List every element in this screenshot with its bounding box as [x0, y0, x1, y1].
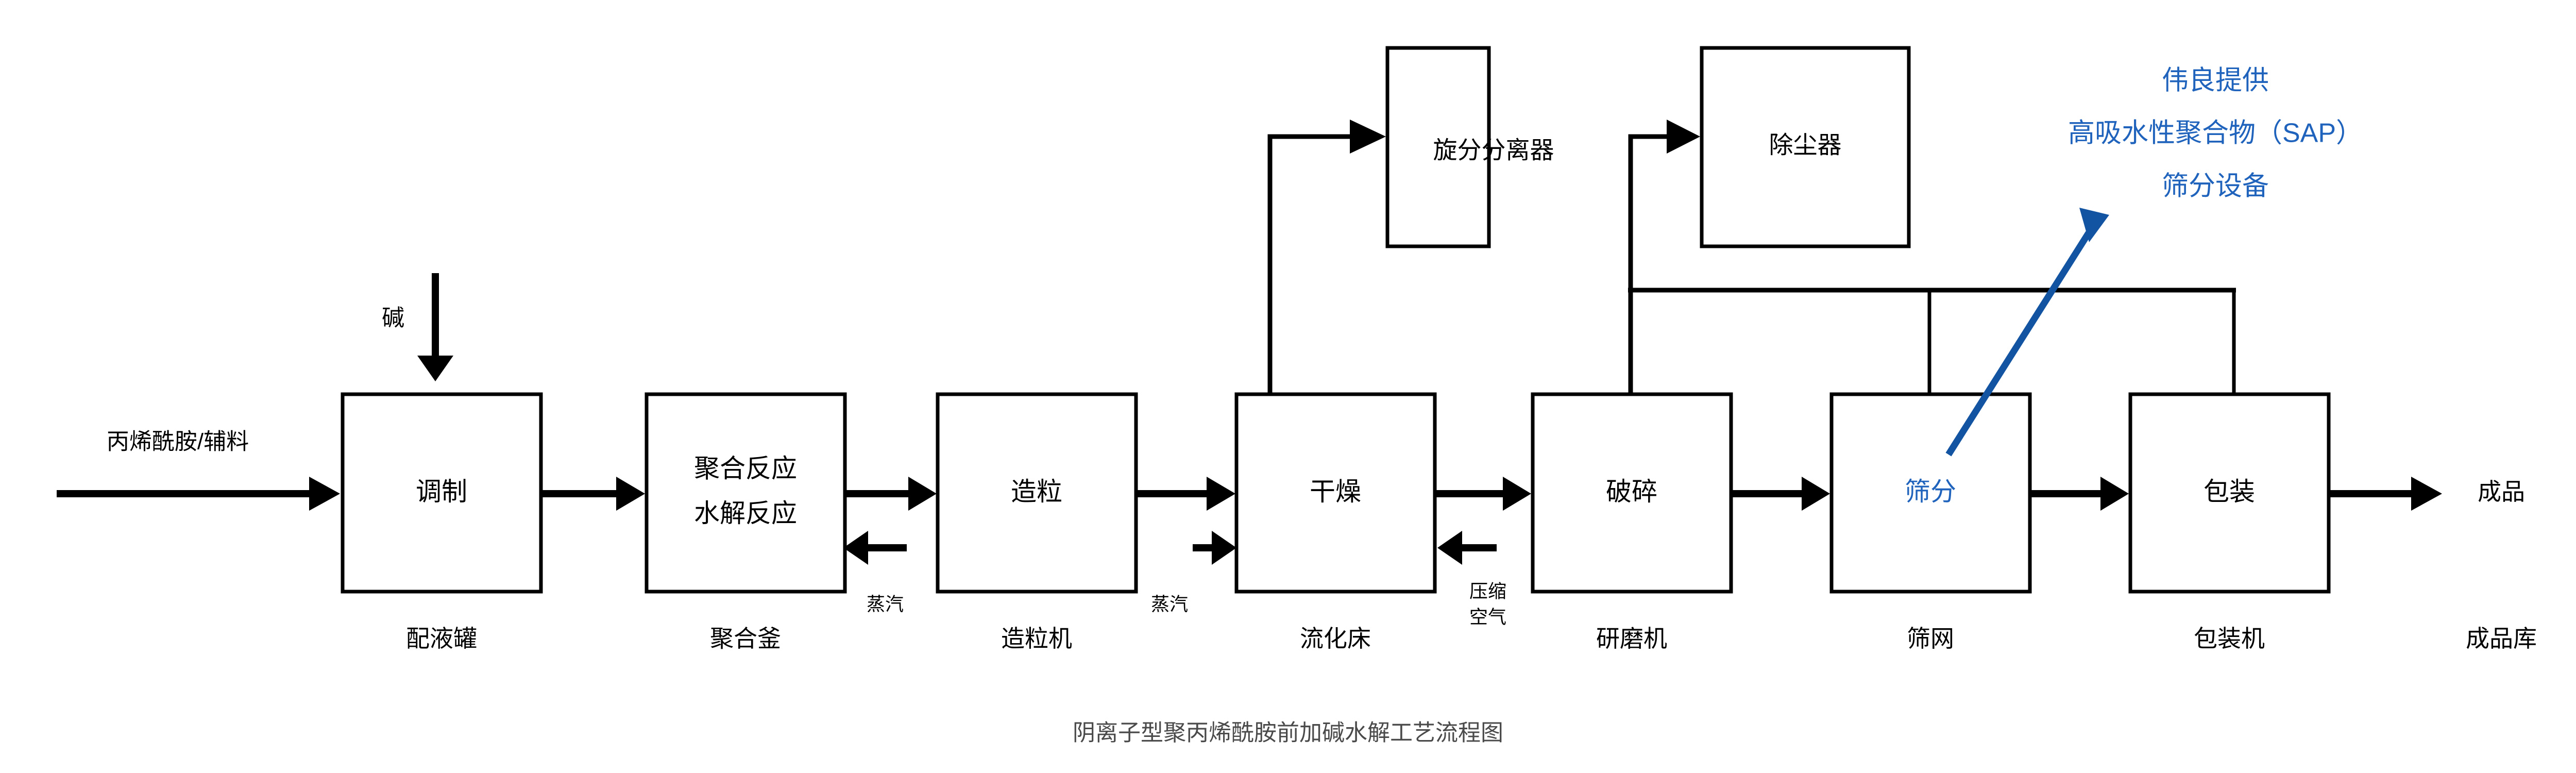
- arrow-alkali-feed: [417, 273, 453, 381]
- polymerization-label: 聚合反应: [694, 454, 797, 483]
- process-box-drying[interactable]: 干燥: [1234, 392, 1437, 594]
- top-box-dust-collector[interactable]: 除尘器: [1700, 46, 1911, 248]
- packaging-rect: [2128, 392, 2331, 594]
- process-box-granulation[interactable]: 造粒: [936, 392, 1138, 594]
- polymerization-rect: [645, 392, 847, 594]
- arrowhead-dust-collector-inlet: [1667, 120, 1700, 154]
- equipment-label-crushing: 研磨机: [1596, 625, 1667, 652]
- arrow-crushing-to-screening: [1733, 477, 1830, 511]
- blue-arrowhead: [2079, 208, 2109, 242]
- product-store-label: 成品库: [2466, 625, 2537, 652]
- cyclone-separator-label: 旋分分离器: [1433, 136, 1554, 163]
- arrowhead-cyclone-inlet: [1350, 120, 1386, 154]
- arrow-compressed-air: [1437, 531, 1497, 565]
- drying-label: 干燥: [1310, 477, 1361, 506]
- tiaozhi-label: 调制: [416, 477, 467, 506]
- compressed-air-label-line2: 空气: [1469, 607, 1506, 628]
- arrowhead-screening: [2100, 477, 2129, 511]
- arrow-granulation-to-drying: [1138, 477, 1235, 511]
- arrowhead-compressed-air: [1437, 531, 1462, 565]
- top-box-cyclone-separator[interactable]: 旋分分离器: [1385, 46, 1554, 248]
- arrowhead-packaging: [2411, 477, 2442, 511]
- equipment-label-granulation: 造粒机: [1001, 625, 1072, 652]
- arrow-drying-to-crushing: [1436, 477, 1531, 511]
- connector-offgas-to-dust-collector: [1628, 120, 1700, 393]
- screening-rect: [1829, 392, 2032, 594]
- equipment-label-drying: 流化床: [1300, 625, 1371, 652]
- screening-label: 筛分: [1905, 477, 1956, 506]
- dust-collector-rect: [1700, 46, 1911, 248]
- granulation-label: 造粒: [1011, 477, 1062, 506]
- equipment-label-tiaozhi: 配液罐: [406, 625, 477, 652]
- arrowhead-steam-2: [1212, 531, 1236, 565]
- drying-rect: [1234, 392, 1437, 594]
- crushing-rect: [1531, 392, 1733, 594]
- crushing-label: 破碎: [1606, 477, 1657, 506]
- blue-callout-arrow: [1945, 208, 2109, 457]
- tiaozhi-rect: [341, 392, 543, 594]
- arrow-tiaozhi-to-polymerization: [543, 477, 645, 511]
- equipment-label-screening: 筛网: [1907, 625, 1954, 652]
- arrow-polymerization-to-granulation: [846, 477, 937, 511]
- arrow-feed-to-tiaozhi: [57, 477, 340, 511]
- arrow-packaging-to-product: [2330, 477, 2442, 511]
- process-box-polymerization[interactable]: 聚合反应 水解反应: [645, 392, 847, 594]
- alkali-label: 碱: [382, 306, 404, 331]
- arrowhead-feed: [309, 477, 340, 511]
- annotation-line-3: 筛分设备: [2162, 172, 2269, 201]
- process-box-tiaozhi[interactable]: 调制: [341, 392, 543, 594]
- arrow-steam-polymerization: [843, 531, 907, 565]
- steam-label-2: 蒸汽: [1151, 594, 1188, 615]
- equipment-label-polymerization: 聚合釜: [710, 625, 781, 652]
- hydrolysis-label: 水解反应: [694, 499, 797, 528]
- dust-collector-label: 除尘器: [1769, 131, 1842, 158]
- granulation-rect: [936, 392, 1138, 594]
- process-box-packaging[interactable]: 包装: [2128, 392, 2331, 594]
- arrow-screening-to-packaging: [2031, 477, 2129, 511]
- annotation-line-2: 高吸水性聚合物（SAP）: [2068, 119, 2363, 148]
- connector-drying-to-cyclone: [1267, 120, 1386, 393]
- equipment-label-packaging: 包装机: [2194, 625, 2265, 652]
- packaging-label: 包装: [2204, 477, 2255, 506]
- process-box-screening[interactable]: 筛分: [1829, 392, 2032, 594]
- process-box-crushing[interactable]: 破碎: [1531, 392, 1733, 594]
- compressed-air-label-line1: 压缩: [1469, 581, 1506, 602]
- arrowhead-granulation: [1207, 477, 1235, 511]
- arrowhead-tiaozhi: [616, 477, 645, 511]
- product-out-label: 成品: [2478, 478, 2525, 505]
- cyclone-separator-rect: [1385, 46, 1491, 248]
- feed-in-label: 丙烯酰胺/辅料: [107, 429, 249, 455]
- figure-caption: 阴离子型聚丙烯酰胺前加碱水解工艺流程图: [1073, 720, 1503, 746]
- arrowhead-crushing: [1802, 477, 1830, 511]
- annotation-line-1: 伟良提供: [2162, 66, 2269, 96]
- arrow-steam-drying: [1193, 531, 1236, 565]
- arrowhead-steam-1: [843, 531, 868, 565]
- arrowhead-polymerization: [908, 477, 937, 511]
- arrowhead-alkali: [417, 356, 453, 381]
- arrowhead-drying: [1503, 477, 1531, 511]
- steam-label-1: 蒸汽: [867, 594, 904, 615]
